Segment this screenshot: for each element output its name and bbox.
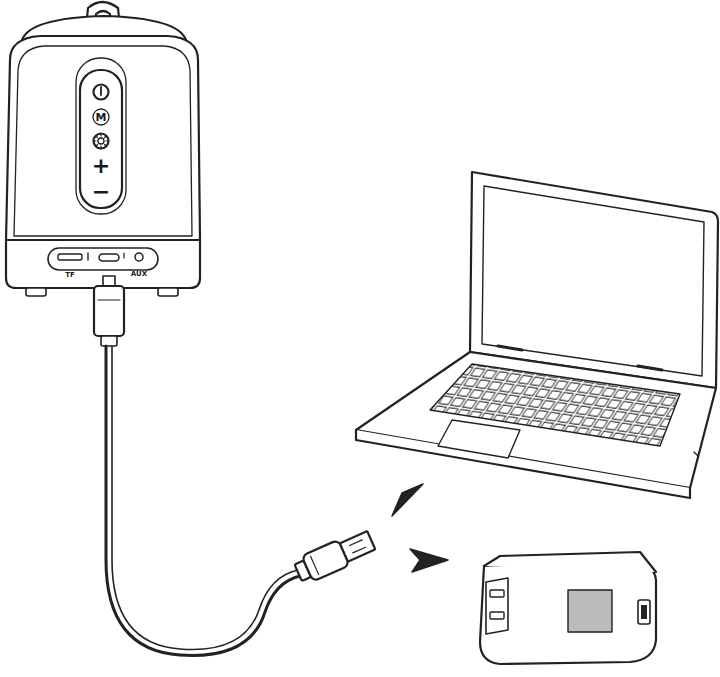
button-symbol: M xyxy=(96,112,107,123)
button-symbol: − xyxy=(92,181,110,203)
port-label: AUX xyxy=(131,271,147,278)
port-label: TF xyxy=(65,272,75,279)
button-symbol: + xyxy=(92,155,110,177)
